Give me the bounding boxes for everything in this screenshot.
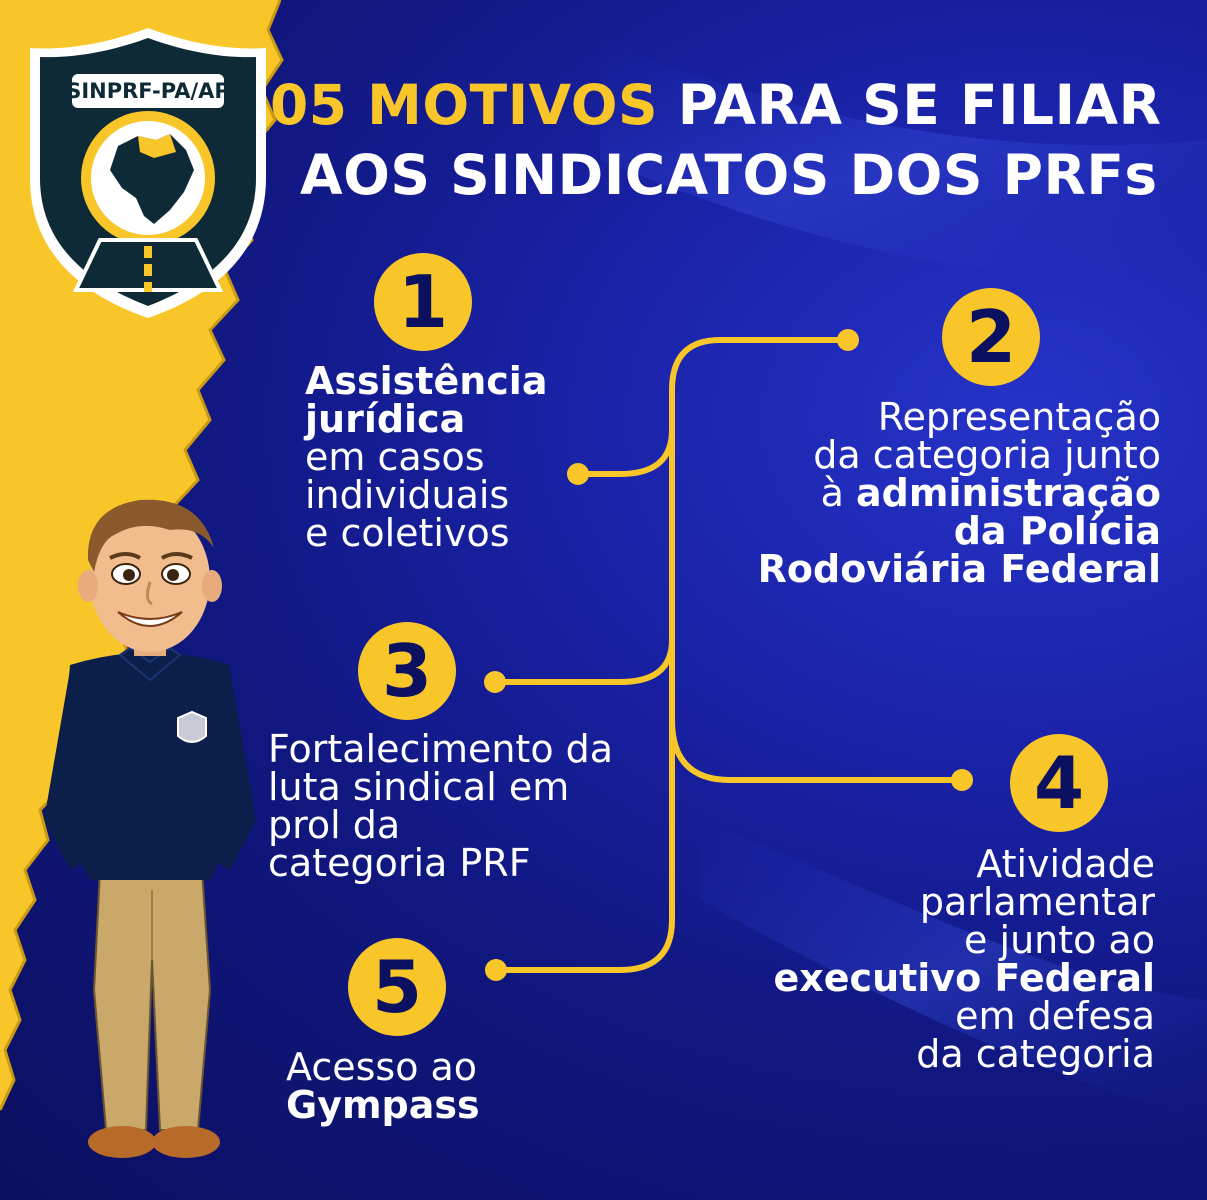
reason-1-bold-line-2: jurídica	[305, 397, 466, 441]
hair	[87, 499, 214, 572]
reason-4-line-1: Atividade	[976, 842, 1155, 886]
reason-2-line-3-prefix: à	[820, 471, 857, 515]
smile	[117, 611, 183, 627]
title-line-2: AOS SINDICATOS DOS PRFs	[300, 143, 1158, 207]
logo-banner	[72, 74, 224, 108]
reason-number-2: 2	[942, 288, 1040, 386]
reason-1-line-3: em casos	[305, 435, 485, 479]
brazil-map-icon	[110, 134, 194, 224]
reason-number-1: 1	[374, 253, 472, 351]
shirt	[58, 652, 240, 880]
face	[90, 508, 210, 652]
reason-3-text: Fortalecimento da luta sindical em prol …	[268, 730, 613, 882]
reason-4-bold-line-4: executivo Federal	[773, 956, 1155, 1000]
cartoon-character	[44, 499, 256, 1158]
arm-left	[44, 670, 92, 870]
sinprf-logo: SINPRF-PA/AP	[30, 28, 266, 318]
shoe-right	[152, 1126, 220, 1158]
title-accent: 05 MOTIVOS	[270, 73, 659, 137]
shirt-badge-icon	[177, 710, 207, 743]
logo-text: SINPRF-PA/AP	[66, 79, 230, 103]
reason-5-line-1: Acesso ao	[286, 1045, 478, 1089]
title-line-1: 05 MOTIVOS PARA SE FILIAR	[270, 78, 1161, 133]
reason-3-line-2: luta sindical em	[268, 765, 570, 809]
para-state-highlight	[138, 134, 176, 158]
reason-3-line-4: categoria PRF	[268, 841, 531, 885]
reason-2-bold-line-3: administração	[856, 471, 1161, 515]
reason-1-bold-line-1: Assistência	[305, 359, 548, 403]
reason-4-line-6: da categoria	[916, 1032, 1155, 1076]
reason-2-line-1: Representação	[877, 395, 1161, 439]
title-line1-rest: PARA SE FILIAR	[658, 73, 1162, 137]
reason-3-line-1: Fortalecimento da	[268, 727, 614, 771]
reason-number-3: 3	[358, 622, 456, 720]
road-stripes	[144, 246, 152, 292]
arm-right	[208, 670, 256, 870]
reason-1-line-4: individuais	[305, 473, 510, 517]
reason-5-text: Acesso ao Gympass	[286, 1048, 480, 1124]
pants	[92, 869, 212, 1131]
reason-number-4: 4	[1010, 734, 1108, 832]
wave-decoration	[600, 40, 1207, 273]
connector-dots	[484, 329, 973, 981]
reason-1-line-5: e coletivos	[305, 511, 510, 555]
reason-5-bold-line-2: Gympass	[286, 1083, 480, 1127]
reason-2-bold-line-5: Rodoviária Federal	[757, 547, 1161, 591]
reason-2-bold-line-4: da Polícia	[953, 509, 1161, 553]
shoe-left	[88, 1126, 156, 1158]
reason-3-line-3: prol da	[268, 803, 401, 847]
reason-1-text: Assistência jurídica em casos individuai…	[305, 362, 547, 552]
reason-4-line-3: e junto ao	[964, 918, 1155, 962]
reason-4-line-5: em defesa	[955, 994, 1155, 1038]
reason-2-text: Representação da categoria junto à admin…	[758, 398, 1161, 588]
connector-lines	[492, 337, 965, 973]
wave-decoration	[700, 820, 1207, 1120]
reason-4-text: Atividade parlamentar e junto ao executi…	[773, 845, 1155, 1073]
reason-number-5: 5	[348, 938, 446, 1036]
reason-4-line-2: parlamentar	[919, 880, 1155, 924]
reason-2-line-2: da categoria junto	[813, 433, 1161, 477]
